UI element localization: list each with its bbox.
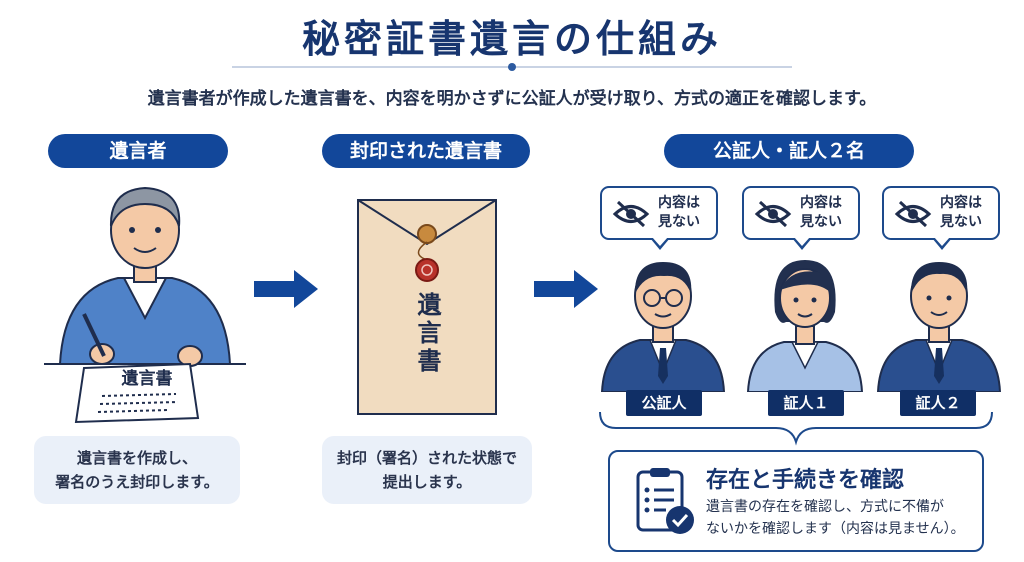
envelope-label: 遺言書 [413,292,441,376]
confirmation-title: 存在と手続きを確認 [706,468,905,493]
testator-illustration [44,186,246,424]
eye-slash-icon [612,200,650,228]
label-sealed-will: 封印された遺言書 [322,134,530,168]
witness-1-figure [746,260,864,392]
label-testator: 遺言者 [48,134,228,168]
clipboard-check-icon [636,468,694,534]
page-title: 秘密証書遺言の仕組み [301,17,722,61]
sealed-description: 封印（署名）された状態で 提出します。 [322,436,532,504]
notary-figure [600,262,726,392]
sealed-envelope-illustration [357,199,497,415]
eye-slash-icon [894,200,932,228]
group-bracket [599,411,993,446]
title-divider-dot [508,63,516,71]
role-label-witness-1: 証人１ [768,390,844,416]
role-label-witness-2: 証人２ [900,390,976,416]
arrow-right-icon [254,270,318,308]
speech-bubble: 内容は見ない [742,186,860,250]
label-notary-witnesses: 公証人・証人２名 [664,134,914,168]
witness-2-figure [876,262,1002,392]
testator-description: 遺言書を作成し、 署名のうえ封印します。 [34,436,240,504]
confirmation-body: 遺言書の存在を確認し、方式に不備が ないかを確認します（内容は見ません）。 [706,499,965,537]
eye-slash-icon [754,200,792,228]
paper-label: 遺言書 [121,369,173,389]
role-label-notary: 公証人 [626,390,702,416]
speech-bubble: 内容は見ない [882,186,1000,250]
page-subtitle: 遺言書者が作成した遺言書を、内容を明かさずに公証人が受け取り、方式の適正を確認し… [147,89,877,109]
speech-bubble: 内容は見ない [600,186,718,250]
arrow-right-icon [534,270,598,308]
